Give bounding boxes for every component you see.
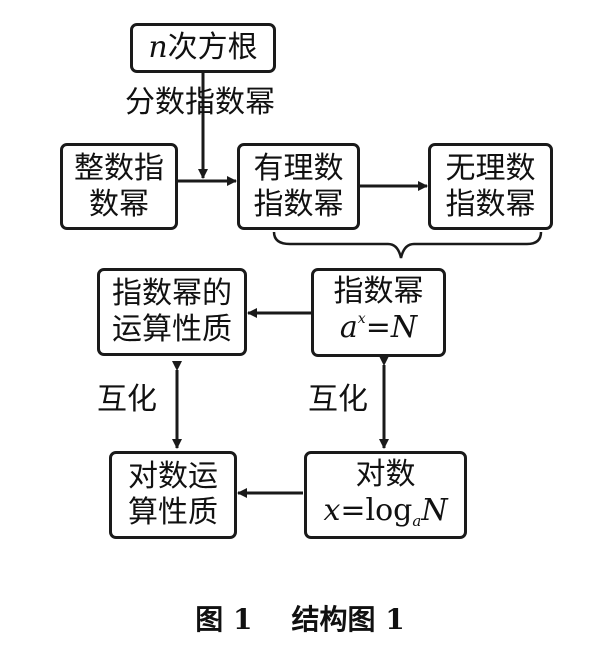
label-convert-right: 互化 (308, 382, 368, 417)
exponent-line1: 指数幂 (333, 274, 424, 309)
figure-caption: 图 1 结构图 1 (195, 603, 405, 636)
logarithm-base: a (412, 512, 422, 530)
node-exp-props: 指数幂的 运算性质 (97, 268, 247, 356)
log-props-line1: 对数运 (128, 459, 218, 494)
exp-props-line2: 运算性质 (112, 312, 232, 347)
integer-exp-line2: 数幂 (89, 186, 149, 222)
rational-exp-line2: 指数幂 (253, 186, 344, 222)
logarithm-eq: =log (340, 493, 413, 528)
exponent-power: x (357, 311, 366, 327)
exponent-base: a (339, 310, 358, 345)
exponent-formula: ax=N (340, 310, 417, 351)
logarithm-formula: x=logaN (323, 493, 447, 533)
log-props-line2: 算性质 (128, 495, 218, 530)
nth-root-var: n (148, 30, 168, 65)
logarithm-line1: 对数 (355, 457, 416, 492)
label-convert-left: 互化 (97, 382, 157, 417)
label-fraction-exp: 分数指数幂 (125, 85, 275, 120)
irrational-exp-line2: 指数幂 (445, 186, 536, 222)
exponent-rest: =N (365, 310, 418, 345)
brace (272, 231, 543, 259)
node-logarithm: 对数 x=logaN (304, 451, 467, 539)
irrational-exp-line1: 无理数 (445, 150, 536, 186)
logarithm-arg: N (421, 493, 448, 528)
exp-props-line1: 指数幂的 (112, 276, 232, 311)
integer-exp-line1: 整数指 (74, 150, 164, 186)
node-irrational-exp: 无理数 指数幂 (428, 143, 553, 230)
node-rational-exp: 有理数 指数幂 (237, 143, 360, 230)
node-log-props: 对数运 算性质 (109, 451, 237, 539)
rational-exp-line1: 有理数 (253, 150, 344, 186)
node-integer-exp: 整数指 数幂 (60, 143, 178, 230)
nth-root-text: 次方根 (167, 30, 258, 65)
node-exponent: 指数幂 ax=N (311, 268, 446, 357)
logarithm-var: x (323, 493, 341, 528)
